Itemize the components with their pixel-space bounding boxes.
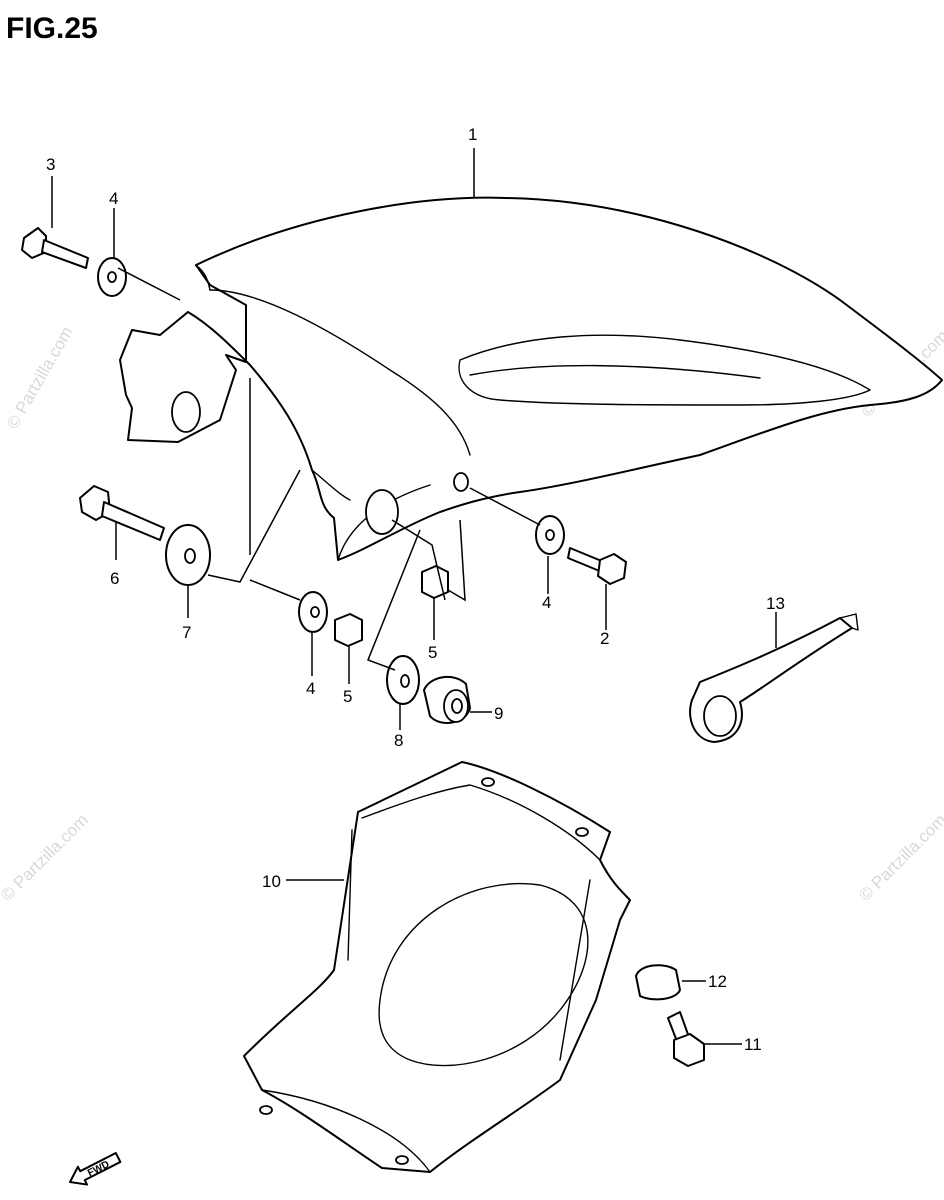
fender-mount-hole-right <box>453 472 469 492</box>
watermark-right-lower: © Partzilla.com <box>855 810 944 904</box>
watermark-left: © Partzilla.com <box>3 323 77 432</box>
bolt-part-2 <box>567 547 627 585</box>
callout-4-upper: 4 <box>109 189 118 208</box>
nut-part-5-upper <box>421 565 449 599</box>
forward-arrow-icon <box>69 1152 122 1186</box>
callout-7: 7 <box>182 623 191 642</box>
fender-mount-hole-center <box>365 489 399 535</box>
callout-3: 3 <box>46 155 55 174</box>
forward-label: FWD <box>86 1159 111 1179</box>
callout-5-upper: 5 <box>428 643 437 662</box>
bolt-part-6 <box>79 485 165 541</box>
callout-10: 10 <box>262 872 281 891</box>
stay-part-13 <box>689 613 859 743</box>
callout-1: 1 <box>468 125 477 144</box>
forward-direction-badge: FWD <box>69 1152 122 1186</box>
callout-labels: 1 3 4 6 7 4 5 5 4 2 8 9 13 10 12 11 <box>46 125 785 1054</box>
callout-11: 11 <box>744 1035 762 1054</box>
nut-part-5-middle <box>334 613 363 647</box>
callout-4-right: 4 <box>542 593 551 612</box>
rear-fender-part <box>119 196 943 561</box>
collar-nut-part-9 <box>423 675 471 724</box>
callout-5-middle: 5 <box>343 687 352 706</box>
callout-leaders <box>51 148 777 1045</box>
callout-9: 9 <box>494 704 503 723</box>
callout-6: 6 <box>110 569 119 588</box>
figure-title: FIG.25 <box>6 12 98 45</box>
nut-part-12 <box>635 964 681 1001</box>
fender-mount-hole-left <box>171 391 201 433</box>
callout-4-middle: 4 <box>306 679 315 698</box>
bolt-part-3 <box>21 227 89 269</box>
callout-2: 2 <box>600 629 609 648</box>
lower-cover-part-10 <box>243 761 631 1173</box>
callout-12: 12 <box>708 972 727 991</box>
callout-13: 13 <box>766 594 785 613</box>
callout-8: 8 <box>394 731 403 750</box>
watermark-left-lower: © Partzilla.com <box>0 810 92 904</box>
assembly-lines <box>117 267 541 671</box>
screw-part-11 <box>667 1011 705 1067</box>
